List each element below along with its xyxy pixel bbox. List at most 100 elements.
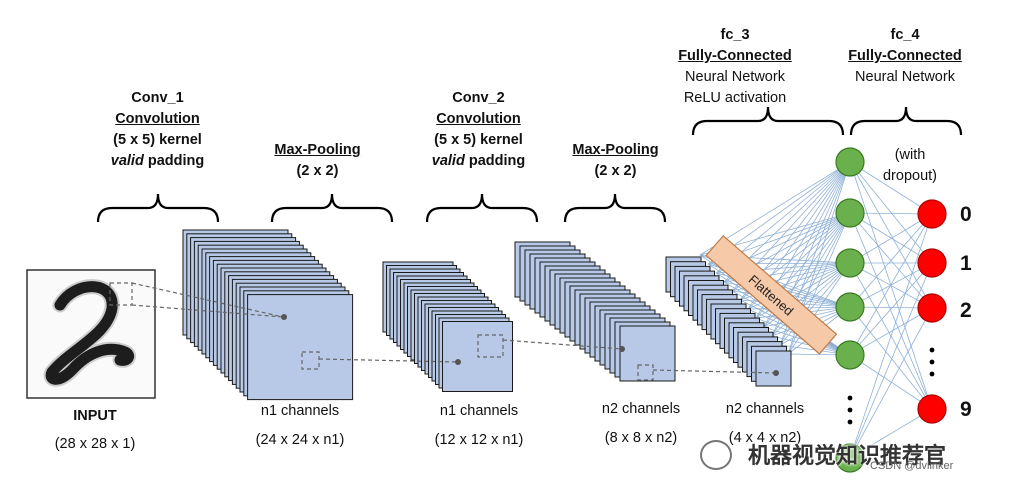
brace-fc3	[691, 106, 845, 136]
stack-pool1	[382, 261, 513, 392]
stage-conv1-title: n1 channels	[260, 403, 340, 419]
brace-conv1	[96, 193, 220, 223]
fc3-name: fc_3	[720, 27, 750, 43]
fc3-line2: ReLU activation	[683, 90, 787, 106]
dropout-line2: dropout)	[882, 168, 937, 184]
stage-pool1-title: n1 channels	[439, 403, 519, 419]
stage-pool1-caption: n1 channels (12 x 12 x n1)	[414, 401, 544, 451]
output-label-1: 1	[960, 252, 972, 275]
ellipsis-dot	[847, 419, 853, 425]
watermark: 机器视觉知识推荐官 CSDN @dvlinker	[700, 438, 1000, 490]
fc4-label: fc_4 Fully-Connected Neural Network	[830, 25, 980, 88]
fc4-connection	[849, 161, 933, 309]
fc4-connection	[849, 213, 933, 308]
feature-map-layer	[619, 325, 676, 382]
output-neuron	[917, 248, 947, 278]
feature-map-layer	[247, 294, 354, 401]
fc4-line1: Neural Network	[855, 69, 955, 85]
output-neuron	[917, 199, 947, 229]
conv2-label: Conv_2 Convolution (5 x 5) kernel valid …	[416, 88, 541, 172]
stage-input-title: INPUT	[73, 408, 117, 424]
guide-line	[502, 339, 623, 350]
fc4-connection	[849, 307, 933, 356]
guide-point	[619, 346, 625, 352]
hidden-neuron	[835, 292, 865, 322]
stage-conv2-dims: (8 x 8 x n2)	[604, 430, 678, 446]
fc4-connection	[849, 262, 933, 356]
fc3-connection	[787, 262, 851, 355]
fc4-connection	[849, 213, 933, 459]
watermark-text: 机器视觉知识推荐官	[748, 443, 947, 468]
fc4-connection	[849, 306, 933, 410]
conv2-padding-word: valid	[431, 153, 465, 169]
hidden-neuron	[835, 443, 865, 473]
brace-pool1	[270, 193, 394, 223]
fc4-connection	[849, 212, 933, 410]
fc4-connection	[849, 213, 933, 356]
pool1-name: Max-Pooling	[274, 142, 361, 158]
fc4-connection	[849, 161, 933, 264]
ellipsis-dot	[929, 347, 935, 353]
fc4-name: fc_4	[890, 27, 920, 43]
output-label-9: 9	[960, 398, 972, 421]
output-label-0: 0	[960, 203, 972, 226]
brace-fc4	[849, 106, 963, 136]
stage-pool2-caption: n2 channels (4 x 4 x n2)	[700, 399, 830, 449]
fc4-connection	[849, 354, 933, 410]
conv2-padding-rest: padding	[464, 153, 526, 169]
neurons	[835, 147, 947, 473]
fc3-type: Fully-Connected	[678, 48, 792, 64]
fc4-connection	[849, 213, 933, 264]
stack-pool2	[665, 256, 792, 387]
guide-point	[773, 370, 779, 376]
hidden-neuron	[835, 198, 865, 228]
flattened-rect	[705, 234, 838, 355]
stack-conv2	[514, 241, 676, 382]
guide-point	[455, 359, 461, 365]
digit-blur	[43, 279, 136, 387]
input-digit-image	[26, 269, 156, 399]
fc4-connection	[849, 161, 933, 215]
fc3-label: fc_3 Fully-Connected Neural Network ReLU…	[660, 25, 810, 109]
ellipsis-dot	[929, 359, 935, 365]
stage-conv2-title: n2 channels	[601, 401, 681, 417]
fc4-connection	[849, 307, 933, 459]
conv1-kernel: (5 x 5) kernel	[113, 132, 202, 148]
wechat-icon	[700, 440, 732, 470]
fc4-connection	[849, 262, 933, 459]
pool1-size: (2 x 2)	[296, 163, 339, 179]
pool2-label: Max-Pooling (2 x 2)	[553, 140, 678, 182]
output-neuron	[917, 293, 947, 323]
fc4-type: Fully-Connected	[848, 48, 962, 64]
conv1-padding-rest: padding	[143, 153, 205, 169]
fc4-connection	[849, 262, 933, 309]
stage-input-dims: (28 x 28 x 1)	[54, 436, 136, 452]
conv2-kernel: (5 x 5) kernel	[434, 132, 523, 148]
pool2-size: (2 x 2)	[594, 163, 637, 179]
feature-map-stacks	[182, 229, 792, 401]
kernel-box-input	[109, 282, 133, 306]
stage-input-caption: INPUT (28 x 28 x 1)	[40, 406, 150, 455]
hidden-neuron	[835, 147, 865, 177]
conv2-type: Convolution	[436, 111, 521, 127]
output-label-2: 2	[960, 299, 972, 322]
stage-conv2-caption: n2 channels (8 x 8 x n2)	[576, 399, 706, 449]
stage-conv1-dims: (24 x 24 x n1)	[255, 432, 345, 448]
watermark-credit: CSDN @dvlinker	[870, 460, 954, 472]
stage-pool2-title: n2 channels	[725, 401, 805, 417]
kernel-box-conv2	[637, 364, 654, 381]
kernel-box-pool1	[477, 334, 504, 358]
dropout-note: (with dropout)	[870, 145, 950, 187]
conv1-name: Conv_1	[131, 90, 184, 106]
brace-pool2	[563, 193, 667, 223]
guide-point	[281, 314, 287, 320]
hidden-neuron	[835, 340, 865, 370]
brace-group	[96, 106, 963, 223]
stage-pool1-dims: (12 x 12 x n1)	[434, 432, 524, 448]
kernel-box-conv1	[301, 351, 320, 370]
receptive-field-guides	[109, 282, 779, 381]
ellipsis-dot	[847, 395, 853, 401]
brace-conv2	[425, 193, 539, 223]
fc3-connection	[779, 262, 851, 346]
pool2-name: Max-Pooling	[572, 142, 659, 158]
